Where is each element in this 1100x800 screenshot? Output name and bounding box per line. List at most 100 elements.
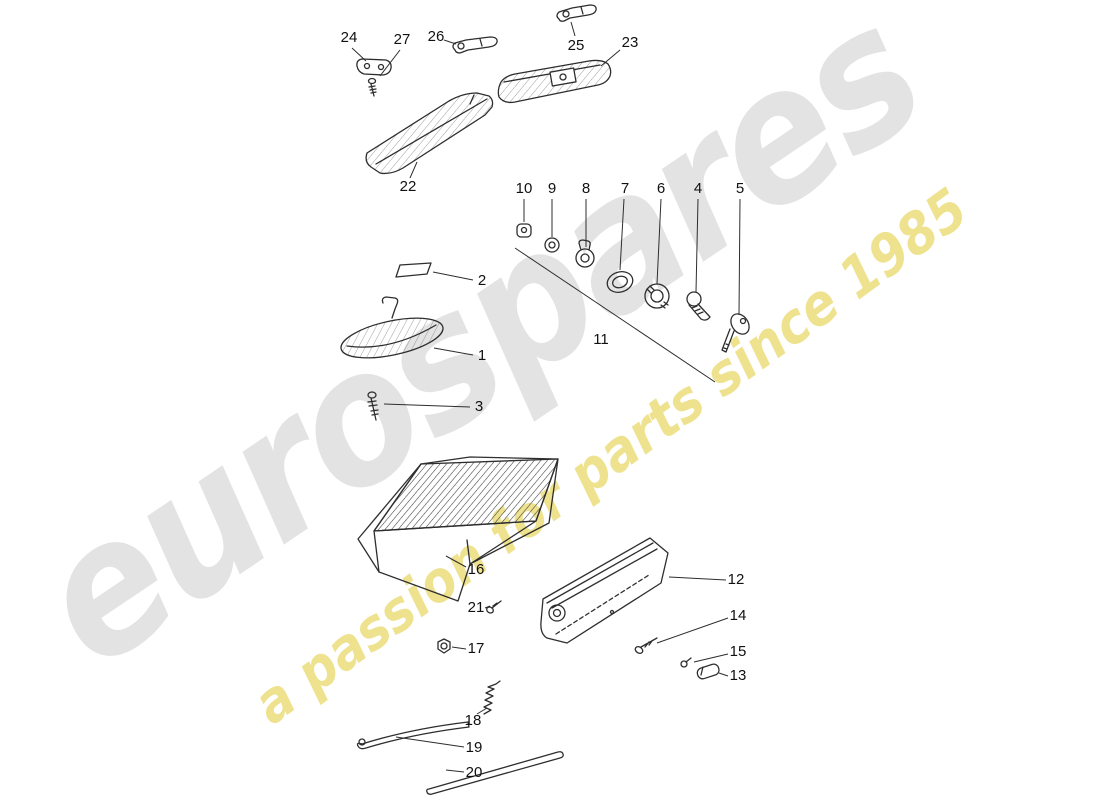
part-drawing-4-lock-cylinder	[686, 291, 711, 321]
part-callout-24: 24	[341, 29, 367, 62]
part-number: 9	[548, 180, 556, 197]
leader-line	[395, 736, 465, 748]
part-number: 17	[468, 640, 485, 657]
part-number: 11	[593, 331, 609, 348]
leader-line	[619, 198, 625, 271]
part-number: 5	[736, 180, 744, 197]
leader-line	[600, 49, 621, 67]
part-callout-13: 13	[718, 667, 747, 684]
part-callout-4: 4	[694, 180, 702, 293]
part-number: 23	[622, 34, 639, 51]
leader-line	[433, 347, 474, 356]
part-number: 8	[582, 180, 590, 197]
part-number: 25	[568, 37, 585, 54]
part-drawing-15-pin	[680, 657, 692, 668]
part-number: 1	[478, 347, 486, 364]
part-number: 18	[465, 712, 482, 729]
part-number: 7	[621, 180, 629, 197]
part-number: 20	[466, 764, 483, 781]
part-number: 10	[516, 180, 533, 197]
part-number: 14	[730, 607, 747, 624]
watermark: eurospares a passion for parts since 198…	[0, 0, 980, 737]
part-drawing-10-pad	[516, 223, 532, 238]
part-callout-2: 2	[432, 271, 486, 289]
leader-line	[718, 672, 729, 677]
part-callout-7: 7	[619, 180, 629, 271]
part-number: 4	[694, 180, 702, 197]
part-drawing-21-screw	[486, 600, 502, 614]
part-callout-11: 11	[514, 247, 716, 383]
leader-line	[693, 653, 729, 663]
part-drawing-1-mirror	[340, 296, 444, 359]
leader-line	[738, 198, 741, 316]
leader-line	[476, 707, 488, 715]
leader-line	[443, 39, 457, 45]
part-drawing-14-screw	[634, 637, 658, 655]
leader-line	[383, 403, 471, 408]
part-drawing-16-glove-box	[357, 456, 559, 602]
part-number: 6	[657, 180, 665, 197]
part-drawing-27-screw	[367, 77, 377, 97]
part-drawing-5-key	[721, 313, 750, 353]
part-drawing-20-rod	[426, 751, 564, 795]
part-number: 26	[428, 28, 445, 45]
part-callout-8: 8	[582, 180, 590, 247]
part-drawing-7-ring	[606, 271, 634, 293]
part-callout-6: 6	[656, 180, 665, 285]
part-number: 13	[730, 667, 747, 684]
leader-line	[432, 271, 474, 281]
part-callout-19: 19	[395, 736, 483, 756]
part-callout-9: 9	[548, 180, 556, 237]
part-callout-3: 3	[383, 398, 483, 415]
part-callout-15: 15	[693, 643, 747, 663]
part-number: 2	[478, 272, 486, 289]
part-number: 15	[730, 643, 747, 660]
part-callout-1: 1	[433, 347, 486, 364]
leader-line	[451, 646, 467, 650]
part-callout-10: 10	[516, 180, 533, 222]
leader-line	[409, 161, 418, 179]
part-drawings	[340, 4, 750, 795]
part-drawing-9-nut	[544, 237, 560, 253]
leader-line	[570, 21, 576, 37]
leader-line	[668, 576, 727, 581]
part-drawing-26-clip	[452, 36, 498, 54]
part-callout-14: 14	[656, 607, 747, 644]
part-number: 21	[468, 599, 485, 616]
part-drawing-2-gasket	[395, 262, 432, 278]
part-callout-17: 17	[451, 640, 485, 657]
leader-line	[514, 247, 716, 383]
part-number: 16	[468, 561, 485, 578]
leader-line	[445, 769, 465, 773]
leader-line	[379, 49, 401, 77]
leader-line	[656, 617, 729, 644]
part-drawing-23-sun-visor-right	[497, 59, 612, 104]
part-drawing-12-glove-box-door	[540, 537, 669, 644]
part-callout-25: 25	[568, 21, 585, 54]
part-callout-20: 20	[445, 764, 483, 781]
part-drawing-22-sun-visor-left	[365, 92, 494, 175]
part-number: 19	[466, 739, 483, 756]
leader-line	[351, 47, 367, 62]
part-callout-26: 26	[428, 28, 457, 45]
part-number: 12	[728, 571, 745, 588]
part-drawing-17-nut	[437, 638, 451, 654]
part-number: 3	[475, 398, 483, 415]
leader-line	[484, 605, 491, 609]
part-callout-22: 22	[400, 161, 418, 195]
leader-line	[656, 198, 662, 285]
part-drawing-24-bracket	[356, 58, 392, 76]
part-number: 22	[400, 178, 417, 195]
part-drawing-3-screw	[367, 391, 379, 421]
part-drawing-13-cap	[696, 663, 720, 680]
part-number: 24	[341, 29, 358, 46]
part-drawing-25-clip	[556, 4, 597, 22]
part-number: 27	[394, 31, 411, 48]
leader-line	[445, 555, 467, 568]
leader-line	[695, 198, 699, 293]
part-drawing-19-check-strap	[356, 721, 470, 750]
part-callout-23: 23	[600, 34, 639, 67]
